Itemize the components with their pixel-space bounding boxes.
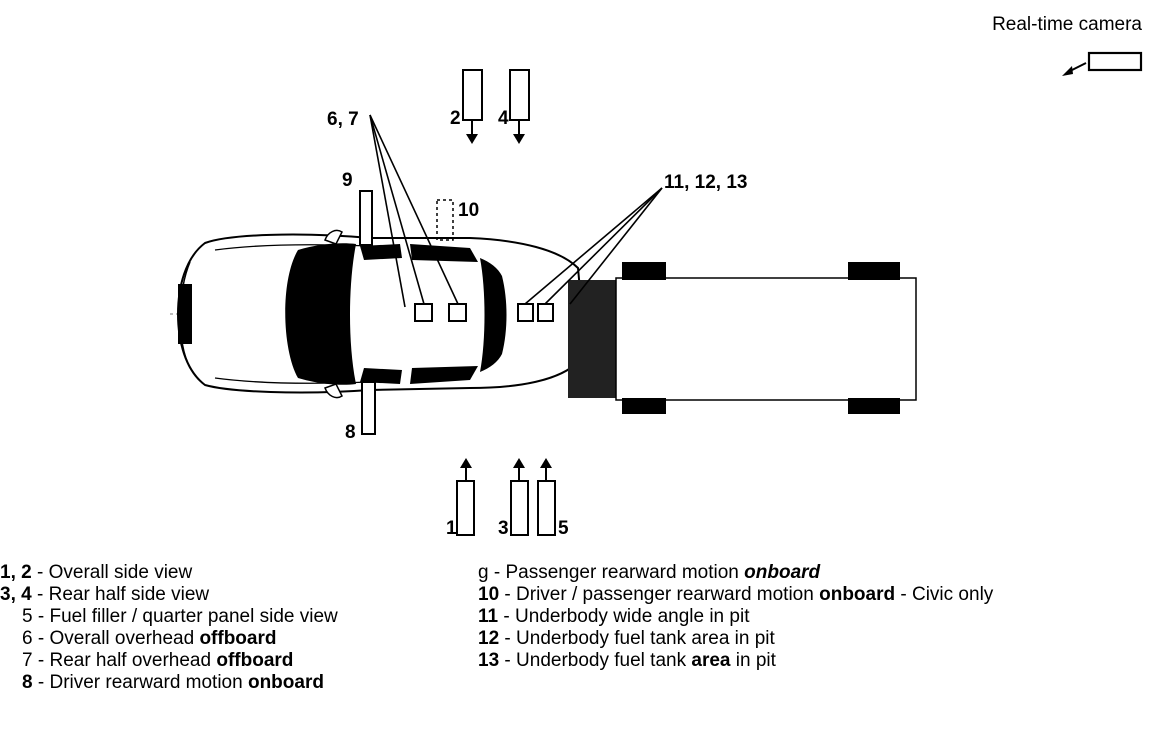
callout-2: 2: [450, 108, 461, 129]
camera-7: [448, 303, 467, 322]
legend-left-column: 1, 2 - Overall side view 3, 4 - Rear hal…: [0, 562, 470, 694]
legend-row: 11 - Underbody wide angle in pit: [478, 606, 750, 627]
legend-row: g - Passenger rearward motion onboard: [478, 562, 821, 583]
callout-8: 8: [345, 422, 356, 443]
camera-6: [414, 303, 433, 322]
legend-row: 1, 2 - Overall side view: [0, 562, 193, 583]
camera-9: [359, 190, 373, 246]
legend-row: 13 - Underbody fuel tank area in pit: [478, 650, 776, 671]
callout-1: 1: [446, 518, 457, 539]
callout-6-7: 6, 7: [327, 109, 359, 130]
camera-2: [462, 69, 483, 144]
realtime-camera-icon: [1062, 51, 1143, 76]
callout-11-12-13: 11, 12, 13: [664, 172, 747, 193]
callout-3: 3: [498, 518, 509, 539]
test-vehicle: [176, 229, 581, 399]
legend-row: 10 - Driver / passenger rearward motion …: [478, 584, 994, 605]
legend-row: 12 - Underbody fuel tank area in pit: [478, 628, 775, 649]
camera-8: [361, 381, 376, 435]
camera-12: [537, 303, 554, 322]
callout-leaders: [369, 114, 663, 308]
crash-barrier: [568, 262, 917, 414]
legend-right-column: g - Passenger rearward motion onboard 10…: [478, 562, 1154, 672]
callout-10: 10: [458, 200, 479, 221]
camera-5: [537, 458, 556, 536]
camera-11: [517, 303, 534, 322]
legend-row: 3, 4 - Rear half side view: [0, 584, 210, 605]
camera-10: [436, 199, 454, 241]
camera-3: [510, 458, 529, 536]
camera-1: [456, 458, 475, 536]
callout-9: 9: [342, 170, 353, 191]
legend-row: 7 - Rear half overhead offboard: [22, 650, 294, 671]
camera-layout-diagram: Real-time camera: [170, 14, 1143, 539]
legend-row: 8 - Driver rearward motion onboard: [22, 672, 324, 693]
callout-5: 5: [558, 518, 569, 539]
legend-row: 6 - Overall overhead offboard: [22, 628, 277, 649]
callout-4: 4: [498, 108, 509, 129]
legend-row: 5 - Fuel filler / quarter panel side vie…: [22, 606, 338, 627]
realtime-camera-label: Real-time camera: [992, 14, 1142, 35]
camera-4: [509, 69, 530, 144]
